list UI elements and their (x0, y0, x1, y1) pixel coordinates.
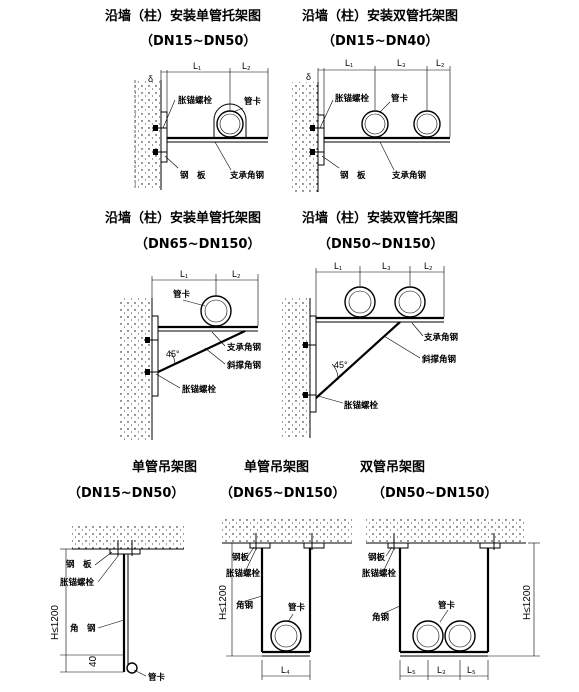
label-pipe-clamp: 管卡 (173, 289, 191, 300)
svg-text:45°: 45° (166, 349, 180, 359)
label-steel-plate: 钢 板 (340, 170, 366, 181)
steel-plate-right (479, 542, 501, 549)
label-pipe-clamp: 管卡 (148, 672, 166, 683)
diagram-1: 沿墙（柱）安装单管托架图 （DN15~DN50） δ L₁ L₂ 胀锚螺栓 (105, 8, 269, 190)
dim-l2: L₂ (242, 61, 251, 71)
label-support-angle: 支承角钢 (391, 170, 427, 181)
label-brace-angle: 斜撑角钢 (226, 360, 262, 371)
dim-l5-left: L₅ (407, 665, 416, 675)
label-steel-plate: 钢 板 (66, 559, 92, 570)
dim-l3: L₃ (382, 261, 391, 271)
label-support-angle: 支承角钢 (423, 332, 459, 343)
dim-l5-right: L₅ (467, 665, 476, 675)
diagram-5-range: （DN15~DN50） (68, 485, 184, 501)
pipe-2 (413, 110, 441, 138)
dim-angle: 45° (334, 360, 348, 370)
label-anchor-bolt: 胀锚螺栓 (60, 577, 95, 588)
dim-l2: L₂ (232, 269, 241, 279)
diagram-1-range: （DN15~DN50） (140, 33, 256, 49)
pipe-2 (394, 286, 426, 318)
steel-plate (309, 315, 317, 413)
label-pipe-clamp: 管卡 (244, 96, 262, 107)
label-anchor-bolt: 胀锚螺栓 (335, 93, 370, 104)
diagram-4-title: 沿墙（柱）安装双管托架图 (302, 210, 458, 226)
dim-l3: L₃ (437, 665, 446, 675)
wall (292, 82, 318, 192)
steel-plate-left (387, 542, 409, 549)
steel-plate (151, 315, 159, 397)
label-anchor-bolt: 胀锚螺栓 (178, 95, 213, 106)
diagram-4-range: （DN50~DN150） (318, 236, 443, 252)
label-angle-steel: 角 钢 (70, 623, 96, 634)
label-angle-steel: 角钢 (236, 600, 254, 611)
dim-l1: L₁ (180, 269, 188, 279)
diagram-2-range: （DN15~DN40） (322, 33, 438, 49)
dim-l2: L₂ (424, 261, 433, 271)
ceiling (72, 525, 184, 549)
diagram-7: 双管吊架图 （DN50~DN150） H≤1200 L₅ L₃ L₅ 钢板 胀锚… (360, 459, 540, 680)
label-support-angle: 支承角钢 (226, 342, 262, 353)
diagram-5-title: 单管吊架图 (132, 459, 197, 475)
pipe (126, 662, 138, 674)
label-steel-plate: 钢板 (368, 552, 386, 563)
pipe (216, 110, 244, 138)
diagram-1-title: 沿墙（柱）安装单管托架图 (105, 8, 261, 24)
label-pipe-clamp: 管卡 (288, 602, 306, 613)
dim-height: H≤1200 (522, 585, 533, 620)
label-brace-angle: 斜撑角钢 (421, 354, 457, 365)
dim-l1: L₁ (193, 61, 201, 71)
dim-l2: L₂ (436, 58, 445, 68)
diagram-3: 沿墙（柱）安装单管托架图 （DN65~DN150） 45° L₁ L₂ 管卡 支… (105, 210, 262, 440)
ceiling (222, 519, 352, 543)
pipe-1 (344, 286, 376, 318)
pipe-2 (444, 620, 476, 652)
pipe (200, 295, 232, 327)
diagram-3-range: （DN65~DN150） (135, 236, 260, 252)
diagram-3-title: 沿墙（柱）安装单管托架图 (105, 210, 261, 226)
wall (282, 298, 310, 438)
steel-plate-left (249, 542, 271, 549)
dim-l1: L₁ (334, 261, 342, 271)
diagram-7-title: 双管吊架图 (360, 459, 425, 475)
dim-l3: L₃ (397, 58, 406, 68)
pipe (270, 620, 302, 652)
dim-delta: δ (306, 72, 311, 82)
diagram-5: 单管吊架图 （DN15~DN50） H≤1200 40 钢 板 胀锚螺栓 角 钢… (50, 459, 197, 683)
dim-40: 40 (88, 655, 99, 667)
dim-l4: L₄ (281, 665, 290, 675)
label-steel-plate: 钢 板 (180, 170, 206, 181)
label-pipe-clamp: 管卡 (438, 600, 456, 611)
label-pipe-clamp: 管卡 (391, 93, 409, 104)
label-anchor-bolt: 胀锚螺栓 (182, 384, 217, 395)
label-anchor-bolt: 胀锚螺栓 (344, 400, 379, 411)
dim-delta: δ (148, 74, 153, 84)
diagram-4: 沿墙（柱）安装双管托架图 （DN50~DN150） 45° L₁ L₃ L₂ 支… (282, 210, 459, 438)
steel-plate-right (303, 542, 325, 549)
diagram-6-title: 单管吊架图 (244, 459, 309, 475)
diagram-2-title: 沿墙（柱）安装双管托架图 (302, 8, 458, 24)
label-anchor-bolt: 胀锚螺栓 (362, 568, 397, 579)
label-anchor-bolt: 胀锚螺栓 (226, 568, 261, 579)
steel-plate (317, 114, 325, 166)
diagram-6: 单管吊架图 （DN65~DN150） H≤1200 L₄ 钢板 胀锚螺栓 角钢 … (218, 459, 352, 680)
dim-height: H≤1200 (50, 605, 61, 640)
label-support-angle: 支承角钢 (229, 170, 265, 181)
label-steel-plate: 钢板 (232, 552, 250, 563)
pipe-1 (412, 620, 444, 652)
steel-plate (109, 548, 141, 555)
steel-plate (160, 111, 168, 163)
label-angle-steel: 角钢 (372, 612, 390, 623)
diagram-6-range: （DN65~DN150） (220, 485, 345, 501)
dim-height: H≤1200 (218, 585, 229, 620)
ceiling (366, 519, 526, 543)
wall (135, 80, 161, 190)
diagram-7-range: （DN50~DN150） (372, 485, 497, 501)
pipe-1 (361, 110, 389, 138)
dim-l1: L₁ (345, 58, 353, 68)
diagram-2: 沿墙（柱）安装双管托架图 （DN15~DN40） δ L₁ L₃ L₂ 胀锚螺栓… (292, 8, 458, 192)
